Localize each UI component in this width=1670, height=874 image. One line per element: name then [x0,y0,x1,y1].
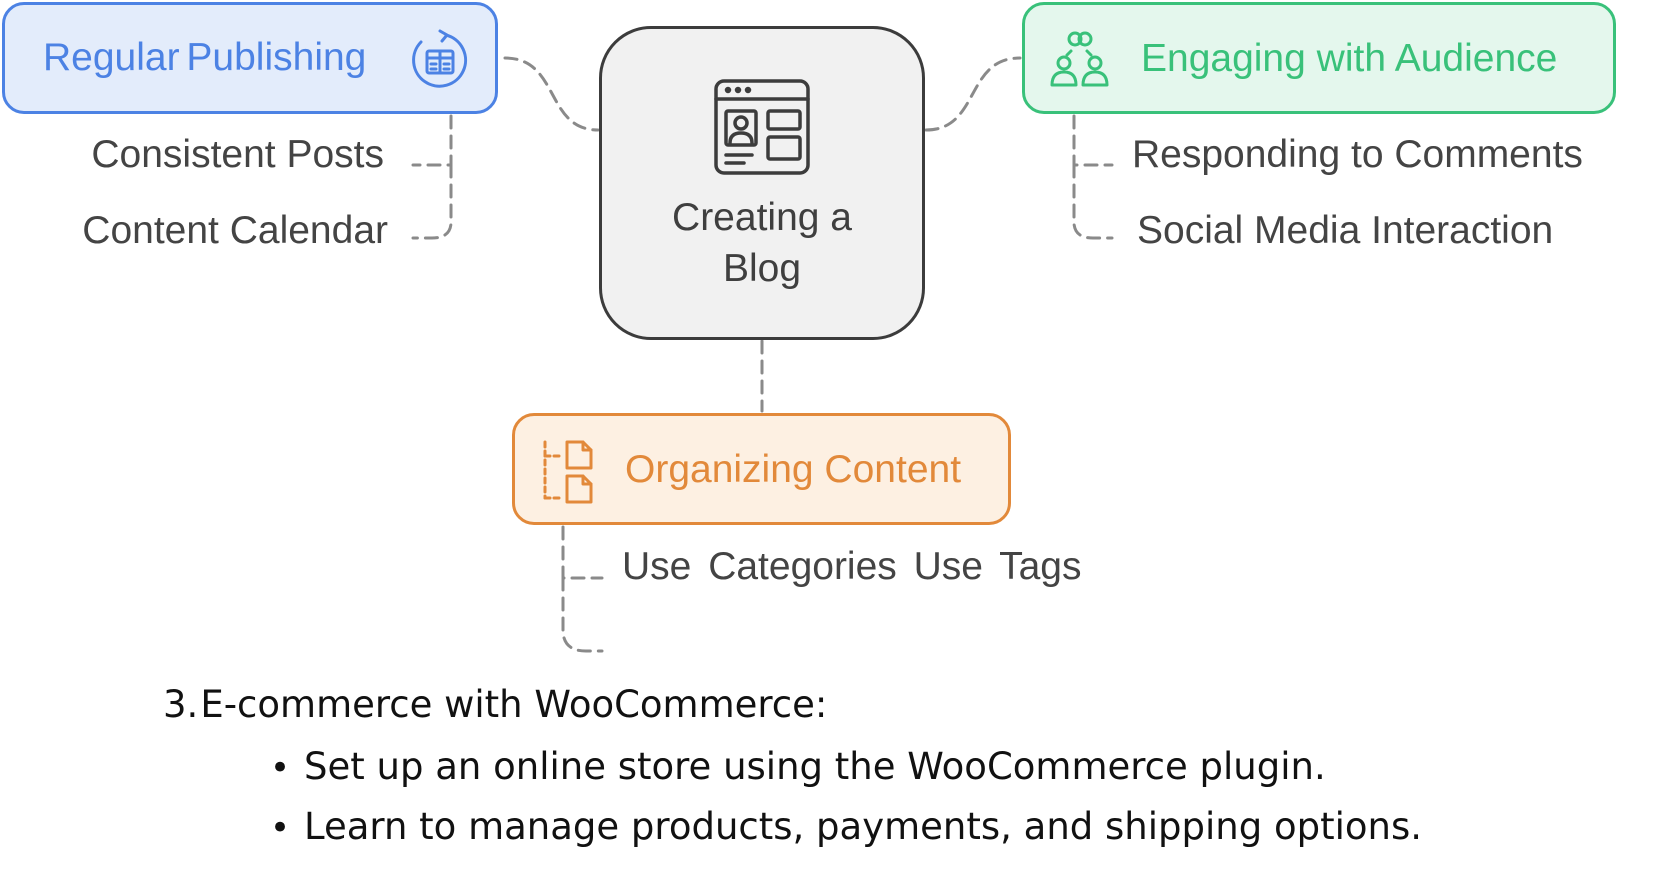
link-consistent-posts [411,114,453,167]
leaf-consistent-posts: Consistent Posts [91,133,384,176]
link-responding [1072,114,1114,167]
bullet-item: • Learn to manage products, payments, and… [270,805,1422,848]
link-publishing-center [503,56,600,132]
bullet-text: Set up an online store using the WooComm… [304,745,1326,788]
leaf-responding-to-comments: Responding to Comments [1132,133,1583,176]
bullet-text: Learn to manage products, payments, and … [304,805,1423,848]
leaf-content-calendar: Content Calendar [82,209,388,252]
link-center-audience [924,56,1022,132]
section-number: 3. [163,683,199,726]
branch-label-regular-publishing: Regular Publishing [43,36,367,79]
leaf-social-media-interaction: Social Media Interaction [1137,209,1554,252]
branch-engaging-with-audience: Engaging with Audience [1022,2,1616,114]
link-content-calendar [411,163,453,240]
branch-label-organizing-content: Organizing Content [625,448,962,491]
section-title: E-commerce with WooCommerce: [200,683,828,726]
section-heading: 3.E-commerce with WooCommerce: [163,683,827,726]
branch-organizing-content: Organizing Content [512,413,1011,525]
leaf-use-categories-use-tags: Use Categories Use Tags [622,545,1082,588]
file-tree-icon [541,438,597,509]
bullet-dot-icon: • [270,808,291,848]
blog-layout-icon [712,77,812,182]
people-link-icon [1047,27,1113,98]
calendar-refresh-icon [409,29,471,96]
branch-label-engaging-with-audience: Engaging with Audience [1141,37,1558,80]
link-tags [561,576,604,653]
link-categories [561,525,604,580]
branch-regular-publishing: Regular Publishing [2,2,498,114]
center-label: Creating a Blog [672,196,852,290]
bullet-item: • Set up an online store using the WooCom… [270,745,1326,788]
center-node-creating-a-blog: Creating a Blog [599,26,925,340]
link-social [1072,163,1114,240]
bullet-dot-icon: • [270,748,291,788]
